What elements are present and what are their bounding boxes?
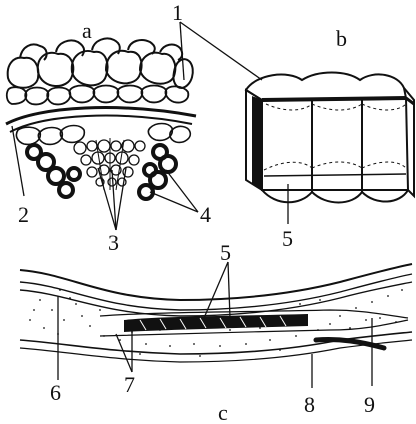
label-9: 9 bbox=[364, 392, 375, 417]
leader-4-a bbox=[165, 169, 199, 213]
panel-label-c: c bbox=[218, 400, 228, 424]
dashed-curve-1 bbox=[265, 103, 313, 111]
dashed-curve-3 bbox=[361, 103, 407, 111]
label-3: 3 bbox=[108, 230, 119, 255]
dashed-curve-5 bbox=[311, 161, 363, 169]
casparian-strip-band bbox=[124, 314, 308, 332]
leader-5-c-a bbox=[203, 261, 229, 319]
block-bottom-bulges bbox=[261, 189, 409, 204]
casparian-strip-bottom bbox=[263, 173, 407, 177]
leader-1-b bbox=[179, 21, 263, 81]
panel-a-cross-section bbox=[5, 37, 197, 201]
leader-lines bbox=[11, 21, 373, 388]
dashed-curve-6 bbox=[361, 161, 407, 169]
wall-outer-top bbox=[19, 263, 413, 302]
leader-5-c-b bbox=[227, 261, 231, 319]
leader-2 bbox=[11, 125, 25, 197]
upper-parenchyma-cells bbox=[6, 37, 194, 90]
panel-label-b: b bbox=[336, 26, 347, 51]
label-5-panel-b: 5 bbox=[282, 226, 293, 251]
leader-4-b bbox=[149, 191, 199, 213]
endodermis-band-outer bbox=[5, 106, 197, 126]
label-6: 6 bbox=[50, 380, 61, 405]
membrane-bottom bbox=[99, 319, 409, 337]
endodermis-band-inner bbox=[9, 114, 193, 133]
text-labels: a b c 1 2 3 4 5 5 6 7 8 9 bbox=[18, 0, 375, 424]
panel-label-a: a bbox=[82, 18, 92, 43]
wall-line-3 bbox=[19, 281, 413, 317]
wall-line-2 bbox=[19, 273, 413, 311]
lower-cells bbox=[15, 122, 192, 146]
dashed-curve-2 bbox=[311, 103, 363, 111]
panel-b-cell-block bbox=[244, 71, 415, 204]
leader-3-a bbox=[97, 167, 117, 231]
label-4: 4 bbox=[200, 202, 211, 227]
bundle-radial-lines bbox=[95, 138, 125, 191]
label-2: 2 bbox=[18, 202, 29, 227]
leader-7-a bbox=[115, 333, 133, 373]
panel-c-longitudinal-section bbox=[19, 263, 413, 363]
leader-3-b bbox=[111, 169, 117, 231]
middle-cells bbox=[5, 84, 190, 106]
right-strip bbox=[405, 96, 415, 106]
label-7: 7 bbox=[124, 372, 135, 397]
band-hatching bbox=[139, 315, 287, 331]
casparian-strip-side bbox=[252, 96, 262, 190]
wall-lower bbox=[19, 331, 413, 355]
block-right-face bbox=[403, 87, 415, 199]
leader-1-a bbox=[179, 21, 185, 81]
label-5-panel-c: 5 bbox=[220, 240, 231, 265]
label-8: 8 bbox=[304, 392, 315, 417]
block-top-surface bbox=[244, 71, 408, 102]
leader-3-c bbox=[115, 167, 127, 231]
dashed-curve-4 bbox=[263, 161, 313, 171]
plasmolysed-protoplast bbox=[313, 337, 387, 351]
label-1: 1 bbox=[172, 0, 183, 25]
casparian-strip-top bbox=[261, 96, 407, 102]
bundle-sheath-cells bbox=[25, 143, 178, 201]
membrane-top bbox=[99, 309, 409, 319]
